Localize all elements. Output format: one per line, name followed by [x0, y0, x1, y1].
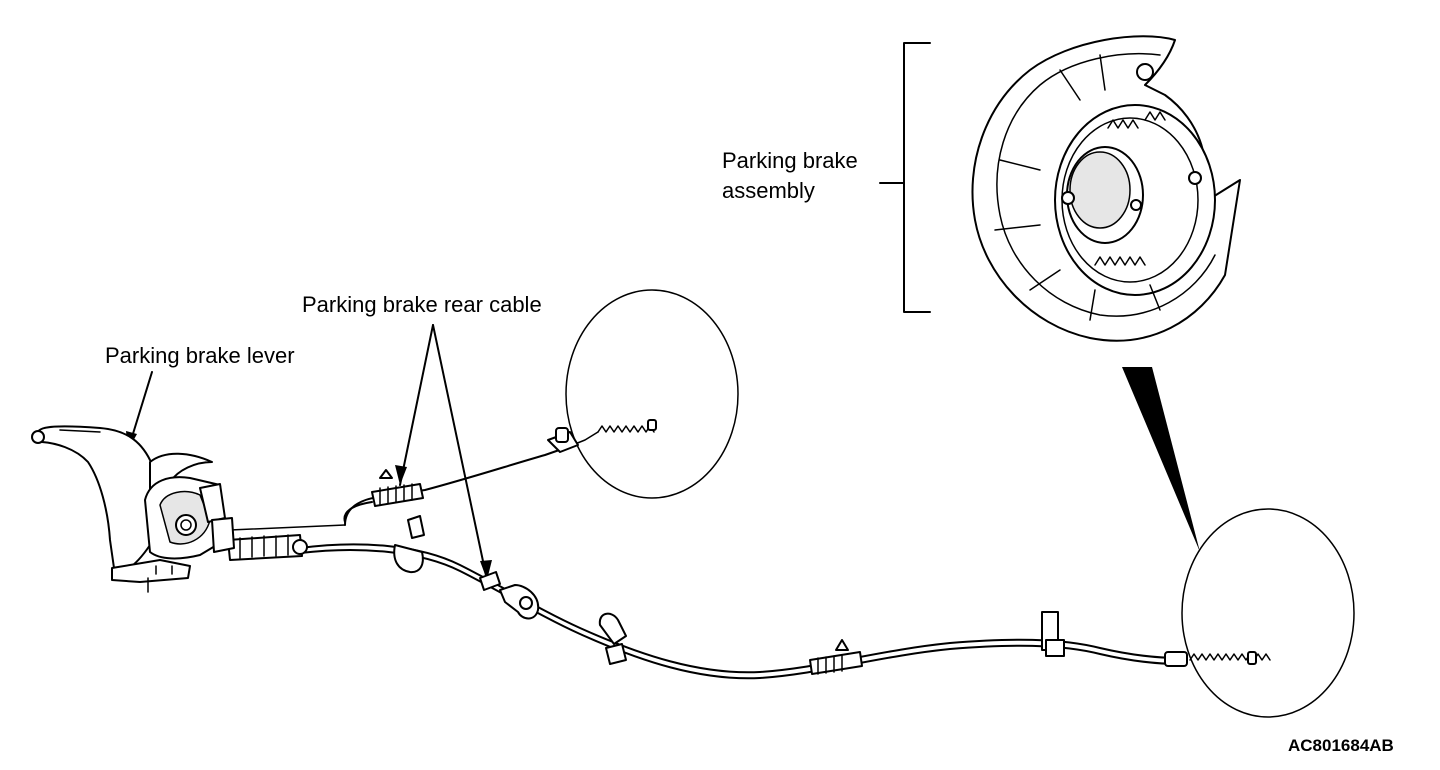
parking-brake-rear-cable-label: Parking brake rear cable: [302, 292, 542, 317]
parking-brake-lever-drawing: [31, 425, 235, 593]
parking-brake-assembly-drawing: [971, 35, 1241, 342]
lower-rear-cable: [299, 515, 1271, 680]
parking-brake-lever-label: Parking brake lever: [105, 343, 295, 368]
detail-circle-left: [565, 289, 739, 499]
equalizer: [227, 524, 346, 561]
callout-wedge: [1122, 367, 1200, 552]
parking-brake-assembly-label-line1: Parking brake: [722, 148, 858, 173]
upper-rear-cable: [343, 419, 657, 526]
detail-circle-right: [1181, 508, 1355, 718]
figure-id: AC801684AB: [1288, 736, 1394, 755]
assembly-bracket: [879, 42, 931, 313]
parking-brake-assembly-label-line2: assembly: [722, 178, 815, 203]
